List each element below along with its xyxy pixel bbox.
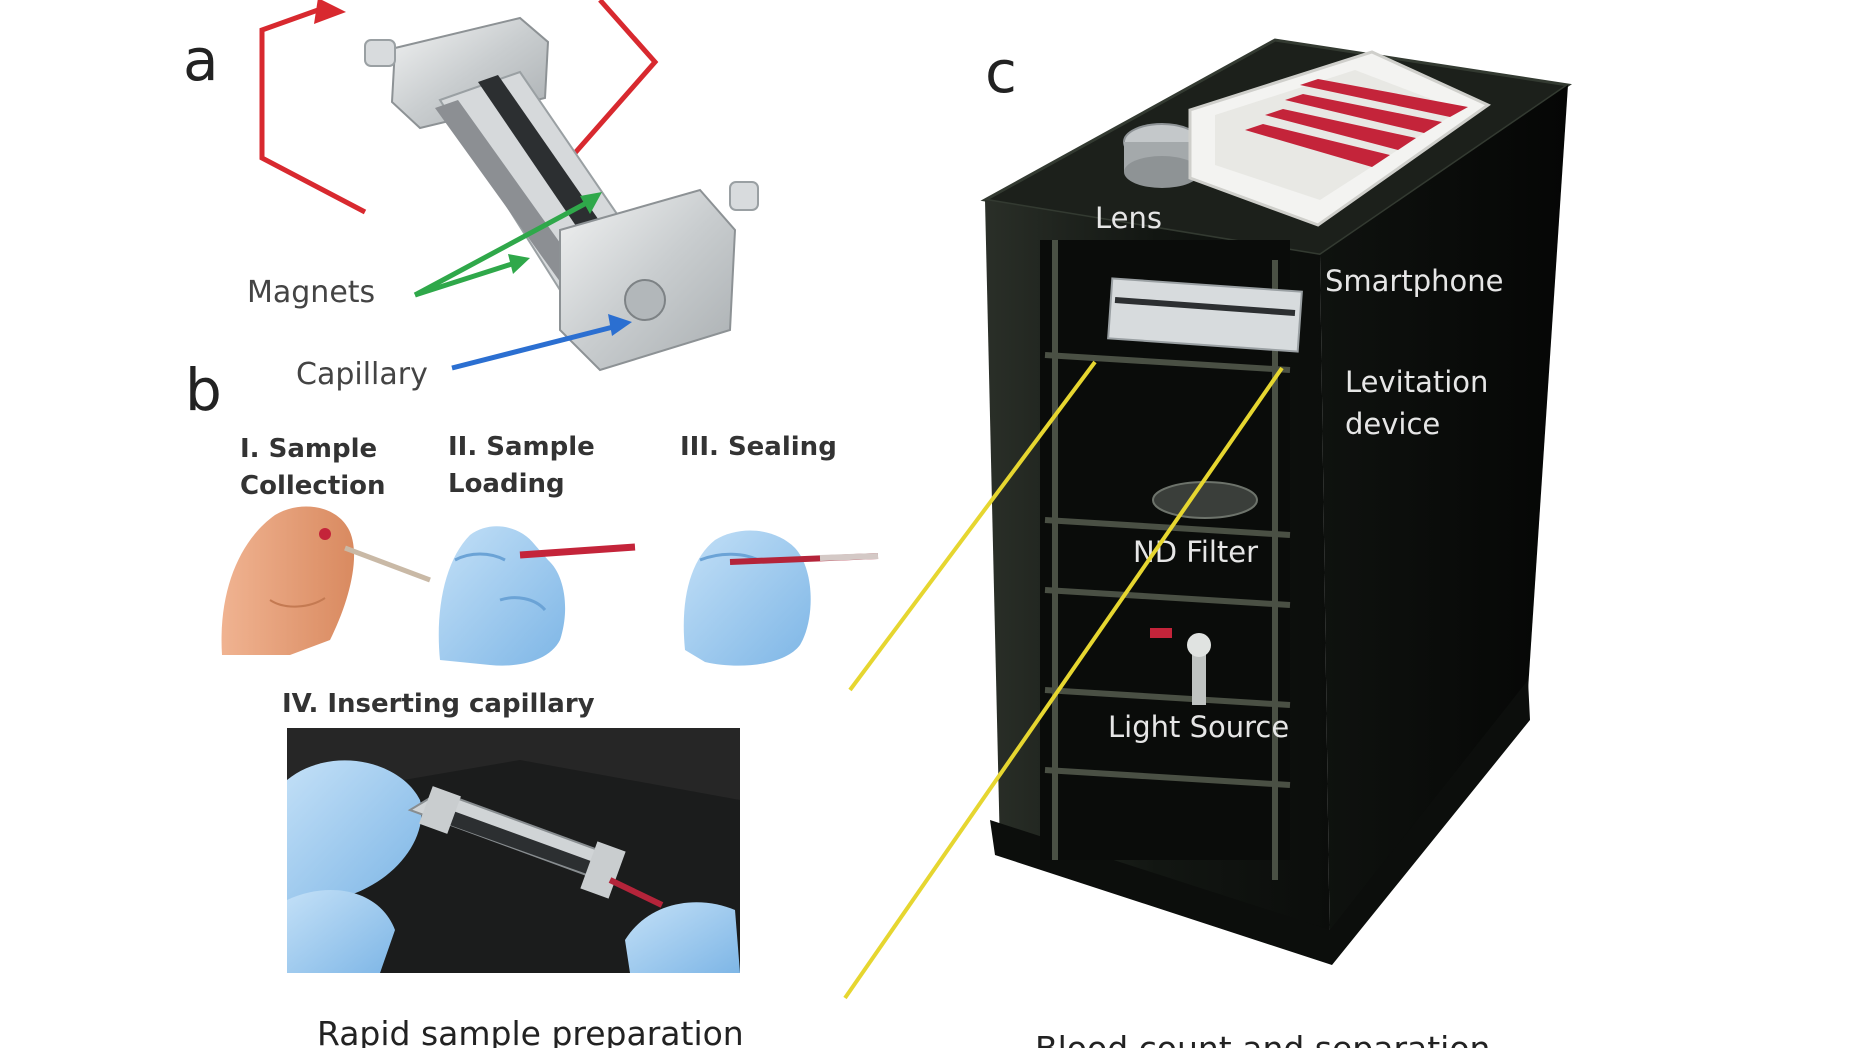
finger-photo bbox=[221, 506, 431, 655]
red-arrowhead bbox=[314, 0, 346, 24]
inserting-capillary-photo bbox=[287, 728, 740, 973]
magnet-arrows bbox=[413, 192, 602, 298]
lens-label: Lens bbox=[1095, 201, 1162, 235]
step4-label: IV. Inserting capillary bbox=[282, 689, 595, 719]
panel-b: b I. Sample Collection II. Sample Loadin… bbox=[185, 356, 879, 1048]
rack-rails bbox=[1044, 240, 1291, 880]
capillary-arrow bbox=[451, 314, 632, 371]
levitation-label-line2: device bbox=[1345, 407, 1440, 441]
smartphone-label: Smartphone bbox=[1325, 264, 1503, 298]
capillary-label: Capillary bbox=[296, 357, 428, 392]
glove-loading-photo bbox=[438, 526, 636, 666]
panel-letter-b: b bbox=[185, 356, 222, 424]
panel-a: a Magnets Capillary bbox=[183, 0, 759, 392]
step1-label-line2: Collection bbox=[240, 471, 386, 501]
step3-label: III. Sealing bbox=[680, 432, 837, 462]
step1-label-line1: I. Sample bbox=[240, 434, 377, 464]
panel-letter-c: c bbox=[985, 38, 1017, 106]
nd-filter-label: ND Filter bbox=[1133, 535, 1258, 569]
step2-label-line2: Loading bbox=[448, 469, 565, 499]
light-source-label: Light Source bbox=[1108, 710, 1289, 744]
levitation-device-photo bbox=[980, 38, 1572, 965]
capillary-holder-photo bbox=[364, 16, 759, 372]
panel-letter-a: a bbox=[183, 26, 219, 94]
red-frame bbox=[259, 0, 659, 215]
magnets-label: Magnets bbox=[247, 275, 375, 310]
panel-b-caption: Rapid sample preparation bbox=[317, 1014, 744, 1048]
glove-sealing-photo bbox=[683, 530, 879, 666]
step2-label-line1: II. Sample bbox=[448, 432, 595, 462]
phone-red-strips bbox=[1245, 79, 1468, 167]
yellow-pointer-lines bbox=[843, 360, 1284, 1000]
levitation-label-line1: Levitation bbox=[1345, 365, 1488, 399]
panel-c: c bbox=[843, 38, 1572, 1048]
panel-c-caption: Blood count and separation bbox=[1035, 1029, 1490, 1048]
